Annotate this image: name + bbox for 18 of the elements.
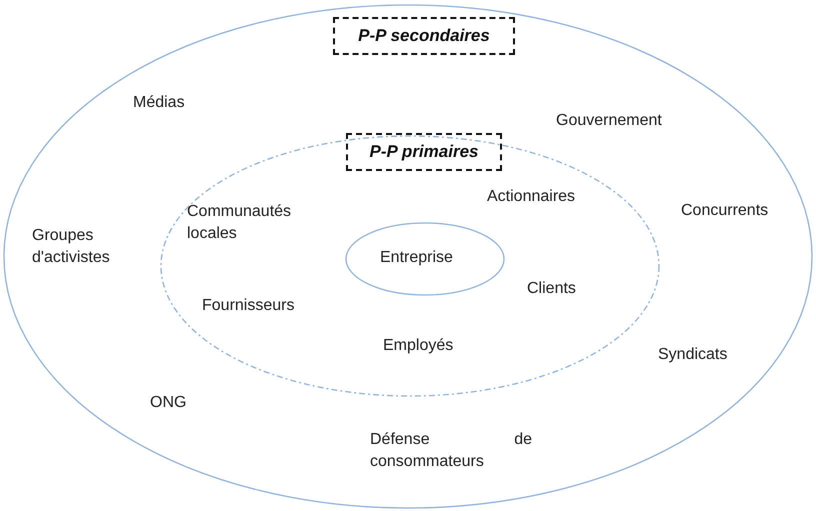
stakeholder-label: Employés bbox=[383, 336, 454, 356]
stakeholder-label: ONG bbox=[150, 393, 186, 413]
stakeholder-label: Concurrents bbox=[681, 201, 768, 221]
stakeholder-label: Groupes d'activistes bbox=[32, 226, 111, 268]
stakeholder-label: Fournisseurs bbox=[202, 296, 294, 316]
group-heading-label: P-P secondaires bbox=[333, 17, 515, 55]
company-label: Entreprise bbox=[380, 248, 453, 268]
stakeholder-label: Actionnaires bbox=[487, 187, 576, 207]
group-heading-label: P-P primaires bbox=[346, 133, 502, 171]
stakeholder-label: Clients bbox=[527, 279, 576, 299]
dashed-ellipse bbox=[160, 135, 660, 397]
stakeholder-label: Défense de consommateurs bbox=[370, 430, 532, 472]
stakeholder-label: Médias bbox=[133, 93, 185, 113]
inner-ellipse bbox=[345, 222, 505, 296]
stakeholder-label: Gouvernement bbox=[556, 111, 662, 131]
stakeholder-label: Communautés locales bbox=[187, 202, 292, 244]
stakeholder-label: Syndicats bbox=[658, 345, 728, 365]
outer-ellipse bbox=[3, 4, 813, 509]
